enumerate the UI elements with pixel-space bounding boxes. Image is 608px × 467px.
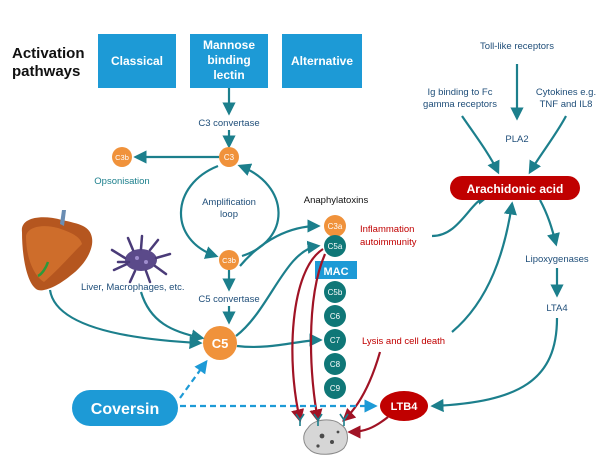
c3b-left-label: C3b (115, 153, 129, 162)
arrow-lysis-to-cell (342, 351, 382, 422)
arrow-lta4-to-ltb4 (430, 317, 559, 413)
ig-binding-line2: gamma receptors (423, 99, 497, 110)
arrow-cytokines-to-arachidonic (528, 115, 567, 175)
amplification-loop-line1: Amplification (202, 197, 256, 208)
arrow-c5a-to-cell (291, 248, 324, 423)
pathway-mannose-line2: binding (207, 53, 250, 67)
coversin-box: Coversin (72, 390, 178, 426)
inflammation-label-line2: autoimmunity (360, 237, 417, 248)
arachidonic-acid-box: Arachidonic acid (450, 176, 580, 200)
c9-node: C9 (324, 377, 346, 399)
arrow-macrophage-to-c5 (139, 291, 205, 343)
mac-box: MAC (315, 261, 357, 279)
c5a-label: C5a (328, 242, 343, 251)
arrow-c3-to-c3a (239, 219, 321, 267)
ltb4-label: LTB4 (391, 401, 419, 413)
c3b-opsonisation-node: C3b (112, 147, 132, 167)
liver-macrophages-label: Liver, Macrophages, etc. (81, 282, 185, 293)
pathway-box-alternative: Alternative (282, 34, 362, 88)
cytokines-line2: TNF and IL8 (540, 99, 593, 110)
c3b-lower-node: C3b (219, 250, 239, 270)
pathway-box-mannose: Mannose binding lectin (190, 34, 268, 88)
damaged-cell-icon (295, 413, 349, 455)
coversin-label: Coversin (91, 401, 159, 418)
mac-label: MAC (323, 266, 348, 278)
arrow-c5-to-c5a (235, 240, 321, 337)
pathway-mannose-line1: Mannose (203, 38, 255, 52)
lta4-label: LTA4 (546, 303, 567, 314)
arrow-arachidonic-to-lipoxygenases (539, 199, 560, 247)
arrow-lysis-to-arachidonic (451, 201, 517, 333)
c5b-node: C5b (324, 281, 346, 303)
c3-convertase-label: C3 convertase (198, 118, 259, 129)
c5-convertase-label: C5 convertase (198, 294, 259, 305)
amplification-loop-line2: loop (220, 209, 238, 220)
c5-label: C5 (212, 336, 229, 351)
pathway-mannose-line3: lectin (213, 68, 244, 82)
arachidonic-acid-label: Arachidonic acid (467, 182, 564, 196)
c3a-node: C3a (324, 215, 346, 237)
c5-node: C5 (203, 326, 237, 360)
c7-node: C7 (324, 329, 346, 351)
pathway-classical-label: Classical (111, 54, 163, 68)
pla2-label: PLA2 (505, 134, 528, 145)
c3-node: C3 (219, 147, 239, 167)
c7-label: C7 (330, 336, 341, 345)
ig-binding-line1: Ig binding to Fc (428, 87, 493, 98)
lysis-label: Lysis and cell death (362, 336, 445, 347)
pathway-alternative-label: Alternative (291, 54, 353, 68)
arrow-liver-to-c5 (48, 289, 203, 350)
c6-node: C6 (324, 305, 346, 327)
tlr-label: Toll-like receptors (480, 41, 554, 52)
c3a-label: C3a (328, 222, 343, 231)
amplification-loop-left (179, 164, 219, 259)
pathway-box-classical: Classical (98, 34, 176, 88)
coversin-inhibits-c5 (179, 359, 208, 399)
activation-title-line2: pathways (12, 63, 80, 80)
amplification-loop-right (237, 163, 280, 258)
activation-title-line1: Activation (12, 45, 85, 62)
c5a-node: C5a (324, 235, 346, 257)
c5b-label: C5b (328, 288, 343, 297)
c8-node: C8 (324, 353, 346, 375)
c8-label: C8 (330, 360, 341, 369)
liver-icon (21, 210, 93, 291)
arrow-ltb4-to-cell (347, 416, 389, 439)
cytokines-line1: Cytokines e.g. (536, 87, 596, 98)
macrophage-icon (110, 234, 172, 284)
arrow-ig-to-arachidonic (461, 115, 500, 175)
anaphylatoxins-title: Anaphylatoxins (304, 195, 369, 206)
c3-label: C3 (224, 153, 235, 162)
arrow-c5-to-c7 (236, 333, 323, 349)
c3b-lower-label: C3b (222, 256, 236, 265)
lipoxygenases-label: Lipoxygenases (525, 254, 589, 265)
c6-label: C6 (330, 312, 341, 321)
opsonisation-label: Opsonisation (94, 176, 149, 187)
ltb4-node: LTB4 (380, 391, 428, 421)
inflammation-label-line1: Inflammation (360, 224, 414, 235)
arrow-inflammation-to-arachidonic (431, 191, 491, 238)
c9-label: C9 (330, 384, 341, 393)
arrow-c5a-to-cell-2 (309, 253, 327, 423)
